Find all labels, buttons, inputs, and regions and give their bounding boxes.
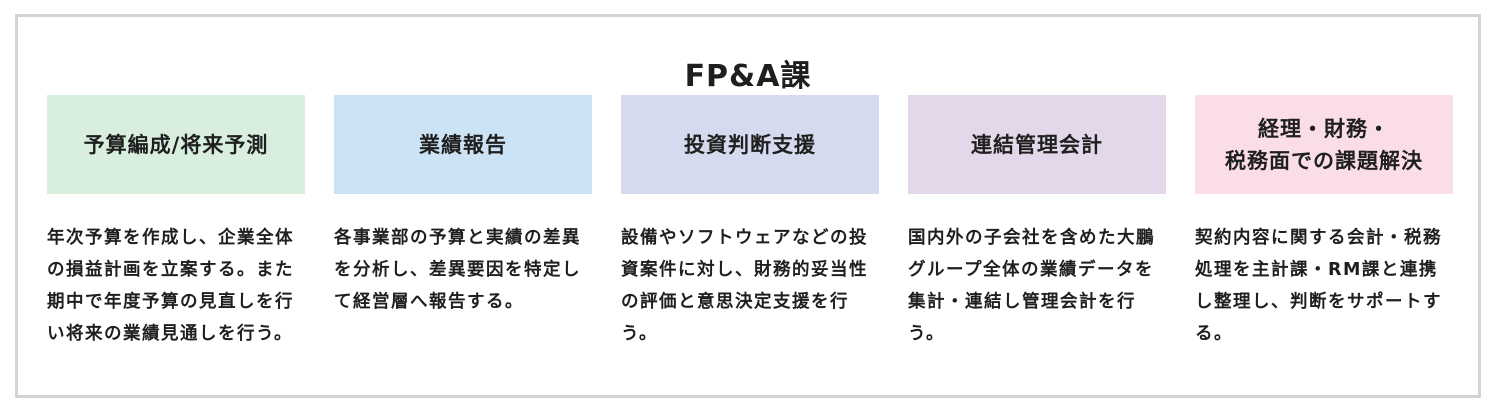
category-box: 投資判断支援 [621,95,879,194]
column-investment-support: 投資判断支援 設備やソフトウェアなどの投資案件に対し、財務的妥当性の評価と意思決… [621,95,879,350]
column-accounting-tax-issues: 経理・財務・ 税務面での課題解決 契約内容に関する会計・税務処理を主計課・RM課… [1195,95,1453,350]
diagram-frame: FP&A課 予算編成/将来予測 年次予算を作成し、企業全体の損益計画を立案する。… [15,14,1481,398]
category-description: 契約内容に関する会計・税務処理を主計課・RM課と連携し整理し、判断をサポートする… [1195,228,1442,344]
category-box: 予算編成/将来予測 [47,95,305,194]
column-consolidated-accounting: 連結管理会計 国内外の子会社を含めた大鵬グループ全体の業績データを集計・連結し管… [908,95,1166,350]
category-box: 業績報告 [334,95,592,194]
category-label: 経理・財務・ 税務面での課題解決 [1225,116,1423,173]
column-budget-forecast: 予算編成/将来予測 年次予算を作成し、企業全体の損益計画を立案する。また期中で年… [47,95,305,350]
category-description: 設備やソフトウェアなどの投資案件に対し、財務的妥当性の評価と意思決定支援を行う。 [621,228,868,344]
diagram-title: FP&A課 [684,59,812,94]
category-label: 連結管理会計 [971,132,1103,157]
category-box: 連結管理会計 [908,95,1166,194]
category-description: 年次予算を作成し、企業全体の損益計画を立案する。また期中で年度予算の見直しを行い… [47,228,294,344]
category-label: 投資判断支援 [684,132,816,157]
category-label: 業績報告 [419,132,507,157]
category-description: 各事業部の予算と実績の差異を分析し、差異要因を特定して経営層へ報告する。 [334,228,581,312]
category-label: 予算編成/将来予測 [83,132,269,157]
category-description: 国内外の子会社を含めた大鵬グループ全体の業績データを集計・連結し管理会計を行う。 [908,228,1155,344]
column-performance-report: 業績報告 各事業部の予算と実績の差異を分析し、差異要因を特定して経営層へ報告する… [334,95,592,318]
category-box: 経理・財務・ 税務面での課題解決 [1195,95,1453,194]
